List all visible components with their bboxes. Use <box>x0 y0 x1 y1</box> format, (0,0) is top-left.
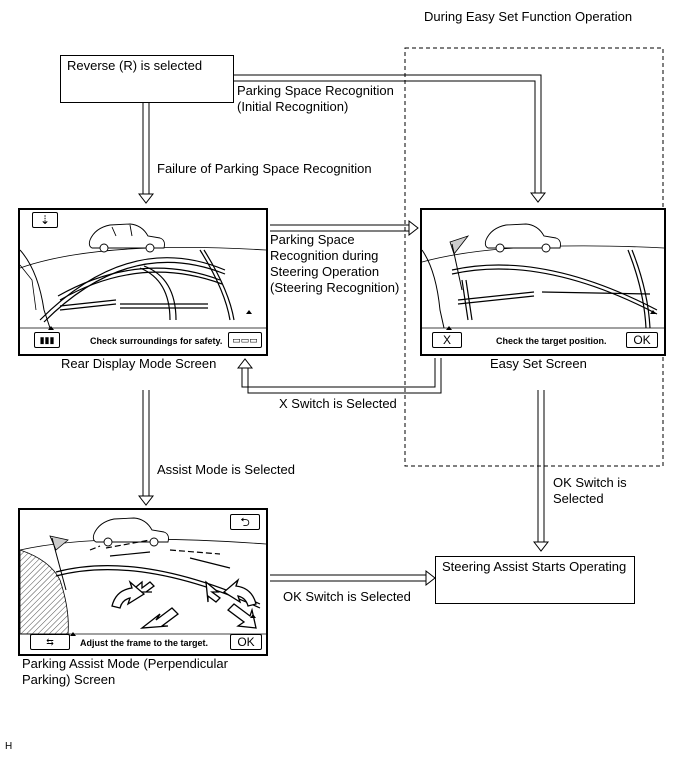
assist-camera-view <box>20 517 266 636</box>
rear-top-button[interactable]: ⇣ <box>32 212 58 228</box>
label-steer-rec-1: Parking Space <box>270 232 355 247</box>
assist-screen-caption-2: Parking) Screen <box>22 672 116 687</box>
label-ok-switch-right-1: OK Switch is <box>553 475 627 490</box>
rotate-left-icon <box>111 579 146 609</box>
arrow-down-left-icon <box>139 607 179 629</box>
easy-set-heading: During Easy Set Function Operation <box>424 9 633 24</box>
arrow-easy-to-rear <box>236 358 442 394</box>
rotate-right-icon <box>222 577 257 607</box>
easy-screen-caption: Easy Set Screen <box>490 356 587 371</box>
label-steer-rec-4: (Steering Recognition) <box>270 280 400 295</box>
rear-camera-view <box>20 223 266 330</box>
x-switch-button[interactable]: X <box>432 332 462 348</box>
assist-screen-caption-1: Parking Assist Mode (Perpendicular <box>22 656 228 671</box>
rear-screen-caption: Rear Display Mode Screen <box>61 356 217 371</box>
rear-mode-button[interactable]: ▭▭▭ <box>228 332 262 348</box>
label-x-switch: X Switch is Selected <box>279 396 397 411</box>
arrow-assist-to-steering <box>270 569 436 587</box>
arrow-rear-to-assist <box>137 390 155 506</box>
rear-display-screen: ⇣ ▮▮▮ Check surroundings for safety. ▭▭▭ <box>18 208 268 356</box>
target-flag <box>449 235 470 255</box>
arrow-down-right-icon <box>227 603 257 629</box>
car-icon <box>88 223 165 253</box>
assist-message: Adjust the frame to the target. <box>80 638 209 648</box>
label-assist-mode: Assist Mode is Selected <box>157 462 296 477</box>
hatched-area <box>20 549 69 635</box>
rear-message: Check surroundings for safety. <box>90 336 223 346</box>
arrow-rear-to-easy <box>270 219 419 237</box>
parking-assist-screen: ⮌ ⇆ Adjust the frame to the target. OK <box>18 508 268 656</box>
label-initial-recognition-1: Parking Space Recognition <box>237 83 394 98</box>
label-initial-recognition-2: (Initial Recognition) <box>237 99 349 114</box>
easy-camera-view <box>422 223 664 330</box>
label-steer-rec-2: Recognition during <box>270 248 379 263</box>
car-icon <box>484 223 561 253</box>
easy-ok-button[interactable]: OK <box>626 332 658 348</box>
steering-assist-box: Steering Assist Starts Operating <box>435 556 635 604</box>
adjust-arrows <box>111 577 257 629</box>
mode-toggle-button[interactable]: ⇆ <box>30 634 70 650</box>
car-icon <box>92 517 169 547</box>
arrow-reverse-to-rear <box>137 103 155 204</box>
label-steer-rec-3: Steering Operation <box>270 264 380 279</box>
label-ok-switch-bottom: OK Switch is Selected <box>283 589 411 604</box>
assist-ok-button[interactable]: OK <box>230 634 262 650</box>
easy-set-region <box>404 47 664 467</box>
arrow-up-right-icon <box>205 580 221 603</box>
reverse-selected-box: Reverse (R) is selected <box>60 55 234 103</box>
arrow-easy-to-steering <box>532 390 550 552</box>
reverse-selected-label: Reverse (R) is selected <box>67 58 203 73</box>
steering-assist-label: Steering Assist Starts Operating <box>442 559 627 574</box>
label-ok-switch-right-2: Selected <box>553 491 604 506</box>
easy-message: Check the target position. <box>496 336 607 346</box>
back-button[interactable]: ⮌ <box>230 514 260 530</box>
easy-set-screen: X Check the target position. OK <box>420 208 666 356</box>
rear-view-switch-button[interactable]: ▮▮▮ <box>34 332 60 348</box>
label-failure: Failure of Parking Space Recognition <box>157 161 372 176</box>
figure-mark: H <box>5 741 13 752</box>
arrow-reverse-to-easy <box>234 74 547 203</box>
